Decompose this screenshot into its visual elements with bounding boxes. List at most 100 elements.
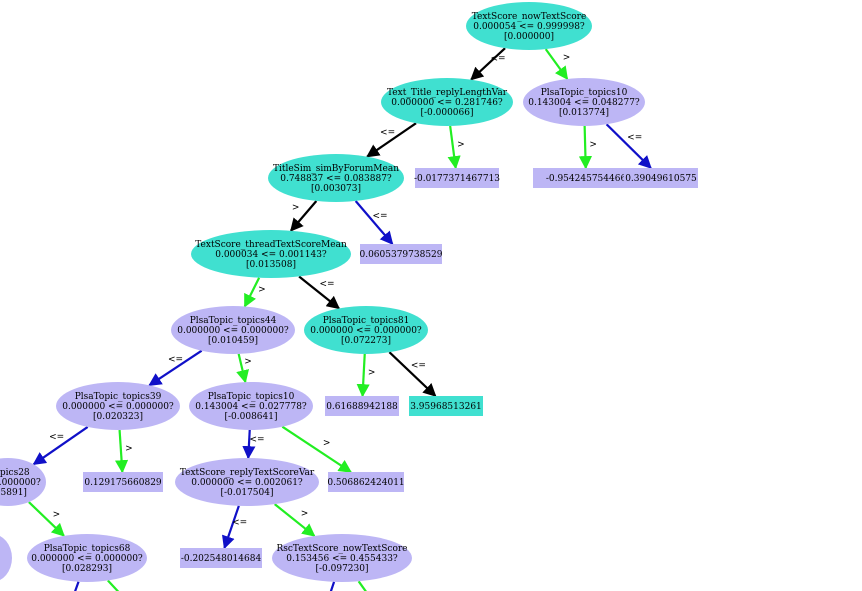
edge-label: <= <box>168 355 183 365</box>
edge-label: <= <box>249 435 264 445</box>
leaf-node-n6: 0.39049610575 <box>624 168 698 188</box>
edge-label: > <box>368 368 376 378</box>
edge-label: > <box>589 140 597 150</box>
node-value-label: [0.028293] <box>62 564 112 574</box>
edge-label: <= <box>491 54 506 64</box>
node-condition-label: 0.153456 <= 0.455433? <box>286 554 398 564</box>
node-feature-label: PlsaTopic_topics10 <box>208 392 295 402</box>
node-feature-label: TitleSim_simByForumMean <box>273 164 399 174</box>
edge-n21-n22d <box>357 580 367 591</box>
node-feature-label: Text_Title_replyLengthVar <box>387 88 508 98</box>
node-feature-label: PlsaTopic_topics39 <box>75 392 162 402</box>
edge-n12-n17 <box>242 429 256 460</box>
node-value-label: [0.013774] <box>559 108 609 118</box>
node-ellipse <box>27 534 147 582</box>
edge-n11-n15 <box>32 426 89 466</box>
node-ellipse <box>272 534 412 582</box>
node-value-label: [0.072273] <box>341 336 391 346</box>
edge-n11-n16 <box>114 429 129 474</box>
leaf-node-n8: 0.0605379738529 <box>359 244 443 264</box>
node-feature-label: 0.129175660829 <box>84 478 162 488</box>
leaf-node-n16: 0.129175660829 <box>83 472 163 492</box>
edge-label: > <box>125 444 133 454</box>
node-condition-label: 0.748837 <= 0.083887? <box>280 174 392 184</box>
node-ellipse <box>466 2 592 50</box>
edge-n21-n22c <box>329 581 336 591</box>
edge-n7-n9 <box>243 277 261 308</box>
node-feature-label: PlsaTopic_topics81 <box>323 316 410 326</box>
node-box <box>533 168 639 188</box>
node-condition-label: 0.000000 <= 0.002061? <box>191 478 303 488</box>
edge-n0-n1 <box>470 47 506 81</box>
node-condition-label: 0.000000 <= 0.000000? <box>31 554 143 564</box>
node-value-label: [0.000000] <box>504 32 554 42</box>
leaf-node-n14: 3.95968513261 <box>409 396 483 416</box>
node-value-label: [0.020323] <box>93 412 143 422</box>
node-box <box>325 396 399 416</box>
split-node-n22 <box>0 536 12 580</box>
edge-label: > <box>457 140 465 150</box>
node-ellipse <box>171 306 295 354</box>
node-box <box>180 548 262 568</box>
node-value-label: [0.013508] <box>246 260 296 270</box>
edge-n9-n11 <box>148 349 203 387</box>
edge-label: <= <box>411 361 426 371</box>
node-ellipse <box>0 458 46 506</box>
edge-label: <= <box>380 128 395 138</box>
node-feature-label: PlsaTopic_topics10 <box>541 88 628 98</box>
leaf-node-n5: -0.954245754466 <box>533 168 639 188</box>
edge-label: > <box>301 509 309 519</box>
node-ellipse <box>189 382 313 430</box>
node-feature-label: 0.506862424011 <box>327 478 404 488</box>
node-feature-label: -0.0177371467713 <box>414 174 500 184</box>
edge-n1-n3 <box>366 122 417 158</box>
node-ellipse <box>56 382 180 430</box>
node-value-label: [-0.000066] <box>420 108 473 118</box>
node-box <box>409 396 483 416</box>
edge-n1-n4 <box>447 125 461 170</box>
node-condition-label: 0.000000 <= 0.281746? <box>391 98 503 108</box>
edge-n9-n12 <box>236 353 250 384</box>
node-box <box>360 244 442 264</box>
node-value-label: [-0.097230] <box>315 564 368 574</box>
edge-label: <= <box>373 211 388 221</box>
node-condition-label: 0.000000 <= 0.000000? <box>177 326 289 336</box>
node-feature-label: 0.39049610575 <box>625 174 697 184</box>
node-ellipse <box>0 536 12 580</box>
edge-n0-n2 <box>544 48 569 80</box>
edge-n17-n20 <box>222 505 240 550</box>
node-feature-label: TextScore_threadTextScoreMean <box>195 240 347 250</box>
edge-label: > <box>244 357 252 367</box>
leaf-node-n18: 0.506862424011 <box>327 472 405 492</box>
edge-n7-n10 <box>298 275 341 310</box>
node-feature-label: -0.954245754466 <box>546 174 627 184</box>
edge-label: <= <box>49 433 64 443</box>
leaf-node-n4: -0.0177371467713 <box>414 168 500 188</box>
node-ellipse <box>175 458 319 506</box>
node-feature-label: TextScore_replyTextScoreVar <box>180 468 315 478</box>
node-ellipse <box>268 154 404 202</box>
node-feature-label: -0.202548014684 <box>181 554 262 564</box>
edge-n19-n22b <box>107 579 120 591</box>
split-node-n15: _topics28<= 0.000000?035891] <box>0 458 46 506</box>
edge-label: > <box>323 438 331 448</box>
node-feature-label: 0.0605379738529 <box>359 250 442 260</box>
edge-label: <= <box>627 133 642 143</box>
node-feature-label: _topics28 <box>0 468 30 478</box>
node-condition-label: 0.000034 <= 0.001143? <box>215 250 327 260</box>
leaf-node-n20: -0.202548014684 <box>180 548 262 568</box>
edge-n15-n19 <box>28 501 65 537</box>
edge-n2-n6 <box>605 123 652 169</box>
edge-n10-n13 <box>356 353 370 398</box>
node-value-label: [-0.017504] <box>220 488 273 498</box>
